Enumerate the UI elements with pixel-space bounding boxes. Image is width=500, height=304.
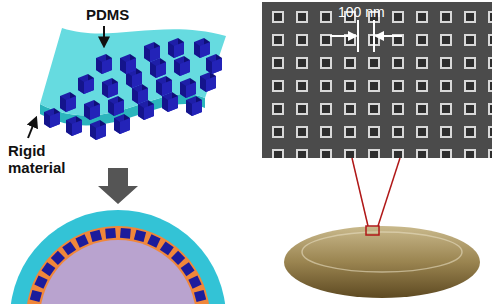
process-arrow bbox=[98, 168, 138, 204]
pdms-sheet bbox=[40, 28, 226, 115]
embedded-square bbox=[41, 262, 55, 276]
embedded-square bbox=[62, 241, 76, 255]
embedded-square bbox=[105, 228, 116, 239]
scale-label: 100 nm bbox=[338, 4, 385, 21]
lens-photo bbox=[284, 226, 480, 298]
embedded-square bbox=[75, 234, 88, 247]
scale-tick bbox=[357, 20, 359, 52]
embedded-square bbox=[171, 251, 185, 265]
embedded-square bbox=[134, 230, 146, 242]
embedded-square bbox=[188, 275, 201, 288]
embedded-square bbox=[181, 262, 195, 276]
curved-cross-section bbox=[10, 210, 226, 304]
embedded-square bbox=[51, 251, 65, 265]
leader-arrow bbox=[103, 26, 105, 46]
scale-tick bbox=[373, 20, 375, 52]
embedded-square bbox=[194, 290, 206, 302]
zoom-line bbox=[378, 158, 400, 226]
embedded-square bbox=[120, 228, 131, 239]
zoom-box bbox=[366, 226, 379, 235]
zoom-line bbox=[352, 158, 368, 226]
part-label: Rigid material bbox=[8, 142, 82, 176]
embedded-square bbox=[160, 241, 174, 255]
embedded-square bbox=[34, 275, 47, 288]
embedded-square bbox=[30, 290, 42, 302]
scale-arrow bbox=[330, 35, 356, 37]
leader-arrow bbox=[28, 118, 36, 138]
lens-highlight bbox=[302, 232, 462, 272]
sem-image bbox=[262, 2, 492, 158]
rigid-cubes bbox=[44, 38, 222, 140]
part-label: PDMS bbox=[86, 6, 129, 23]
embedded-square bbox=[90, 230, 102, 242]
scale-arrow bbox=[376, 35, 402, 37]
embedded-square bbox=[147, 234, 160, 247]
